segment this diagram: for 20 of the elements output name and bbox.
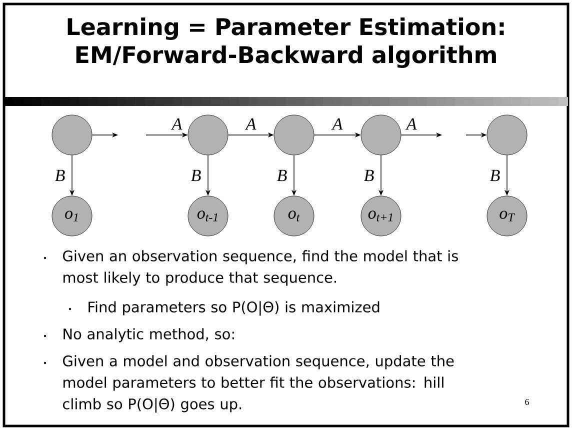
edge-label: B — [364, 170, 374, 182]
edge-label: A — [244, 118, 256, 130]
edge-label: B — [54, 170, 65, 182]
edge-label: B — [190, 170, 201, 182]
bullet-text: Given an observation sequence, find the model that is most likely to produce that sequence. — [63, 250, 458, 286]
state-circle — [486, 114, 528, 156]
edge-label: A — [170, 118, 182, 130]
slide-number: 6 — [525, 398, 529, 406]
edge-label: A — [405, 118, 417, 130]
bullet-text: No analytic method, so: — [64, 328, 234, 342]
state-circle — [360, 114, 402, 156]
state-circle — [274, 114, 314, 156]
slide-title: Learning = Parameter Estimation: EM/Forward-Backward algorithm — [68, 18, 504, 68]
state-circle — [188, 114, 228, 156]
edge-label: A — [331, 118, 343, 130]
bullet-text: Find parameters so P(O|Θ) is maximized — [88, 301, 380, 316]
edge-label: B — [276, 170, 287, 182]
edge-label: B — [490, 170, 500, 182]
bullet-text: Given a model and observation sequence, update the model parameters to better fit the observations: hill climb so P(O|Θ) goes up. — [63, 355, 454, 413]
state-circle — [52, 114, 92, 156]
